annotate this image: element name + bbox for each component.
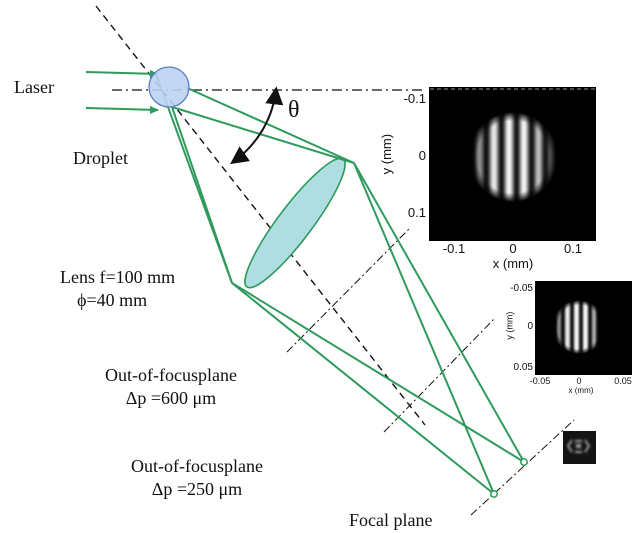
oof-600-value: Δp =600 μm (125, 387, 217, 408)
small-ytick: 0 (527, 321, 533, 332)
plane-marker-250um (383, 317, 496, 433)
oof-250-label: Out-of-focusplane Δp =250 μm (106, 455, 288, 500)
small-xtick: -0.05 (529, 376, 551, 386)
focal-plane-label: Focal plane (349, 510, 433, 530)
large-ytick: 0.1 (407, 205, 426, 220)
oof-600-label: Out-of-focusplane Δp =600 μm (80, 364, 262, 409)
large-xtick: 0 (509, 241, 517, 256)
oof-250-value: Δp =250 μm (151, 478, 243, 499)
lens (244, 157, 346, 289)
focal-point-marker (490, 490, 498, 498)
large-interference-image (429, 87, 596, 241)
plane-marker-focal (470, 419, 575, 516)
small-xtick: 0 (576, 376, 582, 386)
large-xtick: 0.1 (563, 241, 583, 256)
plane-marker-600um (286, 227, 411, 353)
large-ytick: 0 (418, 148, 426, 163)
laser-label: Laser (14, 77, 54, 97)
large-xlabel: x (mm) (492, 256, 534, 271)
angle-arc (230, 86, 284, 165)
large-ytick: -0.1 (403, 91, 426, 106)
lens-focal-length: Lens f=100 mm (60, 267, 176, 287)
large-xtick: -0.1 (442, 241, 466, 256)
oof-600-title: Out-of-focusplane (105, 365, 237, 385)
small-xlabel: x (mm) (568, 386, 594, 395)
small-xtick: 0.05 (614, 376, 632, 386)
lens-label: Lens f=100 mm ϕ=40 mm (60, 266, 175, 311)
small-ytick: 0.05 (513, 362, 533, 373)
droplet (148, 66, 190, 108)
incident-rays (85, 70, 159, 114)
droplet-label: Droplet (73, 148, 128, 168)
theta-label: θ (288, 97, 300, 123)
image-point-marker (520, 458, 528, 466)
oof-250-title: Out-of-focusplane (131, 456, 263, 476)
small-interference-image (535, 281, 632, 375)
large-ylabel: y (mm) (378, 133, 394, 175)
lens-diameter: ϕ=40 mm (77, 289, 148, 310)
small-ytick: -0.05 (510, 283, 533, 294)
focal-plane-image (563, 431, 596, 464)
